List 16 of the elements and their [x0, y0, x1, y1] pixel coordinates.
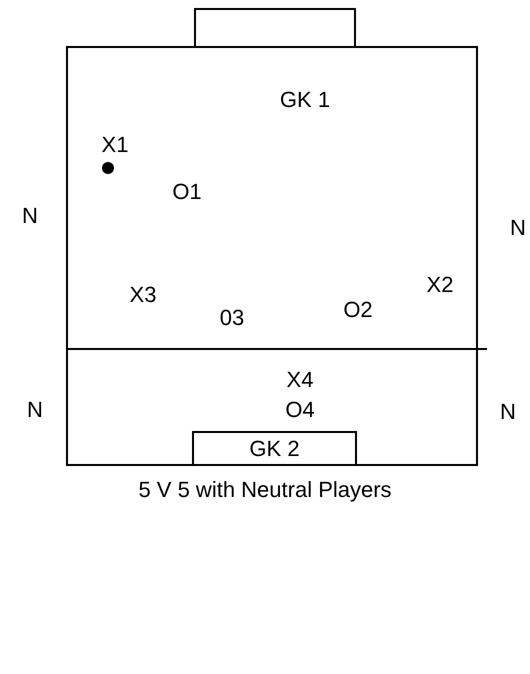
player-label: X4 — [286, 367, 314, 393]
player-label: X3 — [130, 282, 156, 308]
player-label: O2 — [343, 297, 373, 323]
player-label: N — [500, 399, 516, 425]
player-label: N — [27, 397, 43, 423]
player-label: N — [510, 215, 526, 241]
player-label: X1 — [102, 132, 128, 158]
player-label: N — [22, 203, 38, 229]
player-label: O1 — [172, 179, 202, 205]
player-label: X2 — [426, 272, 454, 298]
goalkeeper-label: GK 2 — [249, 436, 300, 462]
player-label: GK 1 — [280, 87, 330, 113]
caption: 5 V 5 with Neutral Players — [138, 477, 392, 503]
player-label: O4 — [285, 397, 315, 423]
goal — [192, 431, 357, 465]
player-label: 03 — [220, 305, 244, 331]
